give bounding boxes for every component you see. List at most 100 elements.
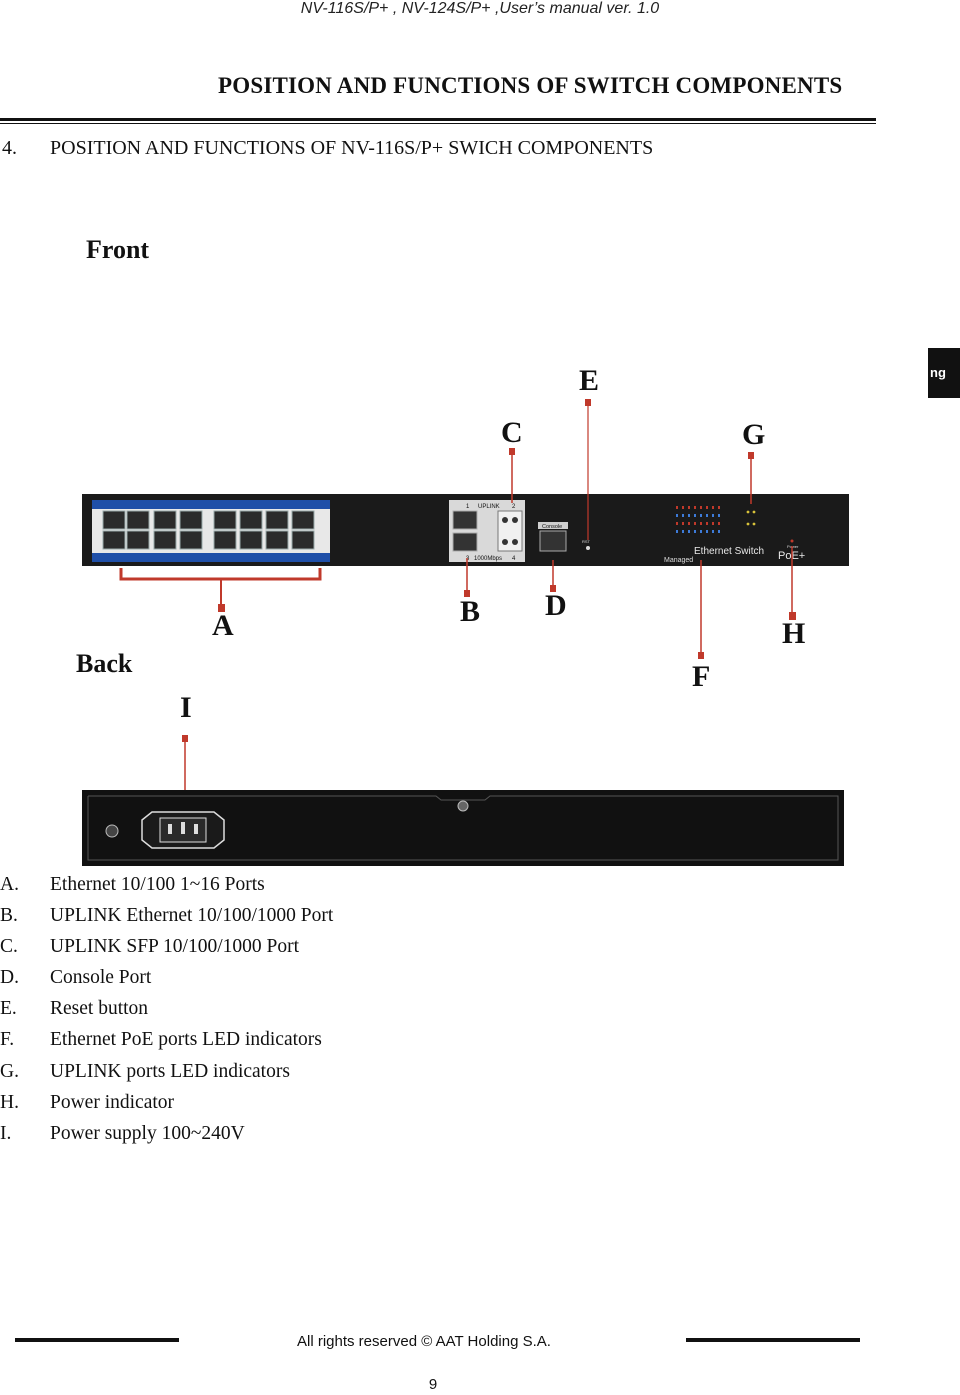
uplink-port-1-text: 1 <box>466 504 470 510</box>
rj45-port <box>102 510 126 530</box>
poe-led <box>706 522 708 525</box>
poe-led <box>712 522 714 525</box>
rj45-port-grid <box>102 510 315 550</box>
poe-led <box>694 530 696 533</box>
uplink-led-4 <box>752 522 756 526</box>
uplink-rj45-bottom <box>452 532 478 552</box>
device-name-text: Ethernet Switch <box>694 546 764 557</box>
poe-led <box>712 514 714 517</box>
legend-item-c: C.UPLINK SFP 10/100/1000 Port <box>0 936 300 958</box>
legend-item-b: B.UPLINK Ethernet 10/100/1000 Port <box>0 905 334 927</box>
poe-led <box>676 522 678 525</box>
front-label: Front <box>86 235 150 264</box>
poe-led <box>700 506 702 509</box>
subheading: 4. POSITION AND FUNCTIONS OF NV-116S/P+ S… <box>2 137 653 160</box>
callout-b-marker <box>464 590 470 597</box>
rj45-port <box>239 510 263 530</box>
callout-g-marker <box>748 452 754 459</box>
side-tab: ng <box>928 348 960 398</box>
poe-led <box>694 514 696 517</box>
rj45-port <box>239 530 263 550</box>
uplink-rj45-top <box>452 510 478 530</box>
ground-screw <box>457 800 469 812</box>
poe-led <box>706 514 708 517</box>
sfp-port-top-left <box>502 517 508 523</box>
poe-led-grid <box>676 506 720 533</box>
poe-led <box>688 514 690 517</box>
sfp-slot <box>497 510 523 552</box>
poe-led <box>682 530 684 533</box>
uplink-text: UPLINK <box>478 504 500 510</box>
rj45-port <box>126 510 150 530</box>
callout-f: F <box>692 660 711 693</box>
rj45-port <box>265 510 289 530</box>
port-strip-top <box>92 500 330 509</box>
uplink-led-3 <box>746 522 750 526</box>
poe-led <box>676 506 678 509</box>
uplink-speed-text: 1000Mbps <box>474 556 502 562</box>
callout-d-marker <box>550 585 556 592</box>
poe-led <box>676 514 678 517</box>
poe-led <box>688 530 690 533</box>
running-header: NV-116S/P+ , NV-124S/P+ ,User’s manual v… <box>300 0 660 17</box>
poe-led <box>706 506 708 509</box>
callout-c: C <box>501 416 523 449</box>
rj45-port <box>153 530 177 550</box>
legend-item-a: A.Ethernet 10/100 1~16 Ports <box>0 874 265 895</box>
callout-d: D <box>545 589 567 622</box>
uplink-led-1 <box>746 510 750 514</box>
rj45-port <box>153 510 177 530</box>
poe-led <box>718 506 720 509</box>
poe-led <box>676 530 678 533</box>
callout-e: E <box>579 364 600 397</box>
footer-bar-right <box>686 1338 860 1342</box>
console-port <box>539 530 567 552</box>
callout-c-marker <box>509 448 515 455</box>
rj45-port <box>126 530 150 550</box>
power-pin-right <box>194 824 198 834</box>
power-pin-left <box>168 824 172 834</box>
subheading-text: POSITION AND FUNCTIONS OF NV-116S/P+ SWI… <box>50 137 654 159</box>
callout-h: H <box>782 617 806 650</box>
footer-rights: All rights reserved © AAT Holding S.A. <box>297 1333 551 1350</box>
subheading-number: 4. <box>2 137 17 159</box>
callout-a-marker <box>218 604 225 612</box>
back-screw <box>105 824 119 838</box>
legend-item-d: D.Console Port <box>0 967 152 989</box>
callout-e-marker <box>585 399 591 406</box>
rj45-port <box>291 510 315 530</box>
rj45-port <box>179 530 203 550</box>
callout-h-marker <box>789 612 796 620</box>
callout-g: G <box>742 418 766 451</box>
poe-led <box>712 530 714 533</box>
poe-led <box>712 506 714 509</box>
poe-led <box>700 530 702 533</box>
uplink-port-4-text: 4 <box>512 556 516 562</box>
sfp-port-top-right <box>512 517 518 523</box>
callout-b: B <box>460 595 481 628</box>
poe-led <box>694 506 696 509</box>
callout-i: I <box>180 691 192 724</box>
power-led <box>790 539 794 543</box>
uplink-port-2-text: 2 <box>512 504 516 510</box>
callout-i-marker <box>182 735 188 742</box>
footer-bar-left <box>15 1338 179 1342</box>
poe-led <box>682 522 684 525</box>
poe-led <box>694 522 696 525</box>
poe-led <box>688 506 690 509</box>
callout-a-bracket <box>119 568 322 581</box>
legend-item-g: G.UPLINK ports LED indicators <box>0 1060 290 1082</box>
back-label: Back <box>76 649 133 678</box>
poe-led <box>700 522 702 525</box>
poe-led <box>706 530 708 533</box>
console-label-box <box>538 522 568 529</box>
poe-led <box>700 514 702 517</box>
poe-led <box>718 522 720 525</box>
sfp-port-bottom-right <box>512 539 518 545</box>
rj45-port <box>265 530 289 550</box>
port-strip-bottom <box>92 553 330 562</box>
switch-diagram: UPLINK 1 2 3 4 1000Mbps Console RST Powe… <box>82 399 849 866</box>
header-rule-thin <box>0 123 876 124</box>
legend-item-e: E.Reset button <box>0 998 149 1020</box>
section-title: POSITION AND FUNCTIONS OF SWITCH COMPONE… <box>218 73 843 98</box>
